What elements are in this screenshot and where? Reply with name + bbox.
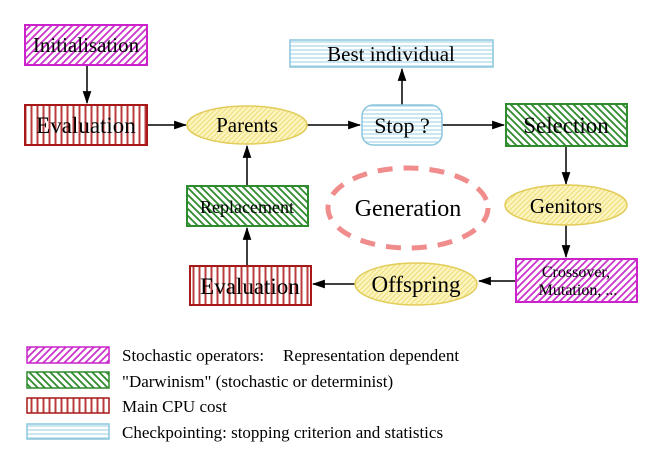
best-individual-label: Best individual — [327, 42, 455, 66]
legend-label-stochastic: Stochastic operators: — [122, 346, 264, 365]
legend-swatch-stochastic — [26, 346, 110, 364]
genitors-label: Genitors — [530, 194, 602, 218]
selection-label: Selection — [523, 113, 609, 138]
legend-label-darwinism: "Darwinism" (stochastic or determinist) — [122, 372, 393, 391]
evaluation-bottom-box — [189, 265, 312, 306]
legend-swatch-darwinism — [26, 371, 110, 389]
legend-label-representation: Representation dependent — [283, 346, 459, 365]
genitors-ellipse — [504, 184, 628, 226]
selection-box — [505, 103, 628, 147]
legend-swatch-checkpointing — [26, 423, 110, 440]
legend: Stochastic operators: Representation dep… — [26, 346, 459, 442]
replacement-label: Replacement — [200, 197, 294, 217]
evaluation-top-box — [24, 104, 148, 146]
stop-box — [361, 104, 443, 146]
generation-ellipse — [325, 165, 491, 251]
offspring-ellipse — [354, 262, 478, 306]
initialisation-label: Initialisation — [33, 33, 140, 57]
crossover-label-line1: Crossover, — [542, 264, 610, 281]
arrows-group — [82, 65, 571, 289]
best-individual-box — [289, 39, 494, 68]
parents-label: Parents — [216, 113, 278, 137]
replacement-box — [186, 185, 309, 227]
generation-label: Generation — [355, 196, 462, 222]
legend-label-cpu: Main CPU cost — [122, 397, 227, 416]
legend-swatch-cpu — [26, 397, 110, 414]
legend-label-checkpointing: Checkpointing: stopping criterion and st… — [122, 423, 443, 442]
stop-label: Stop ? — [374, 113, 430, 138]
offspring-label: Offspring — [371, 272, 461, 297]
crossover-mutation-box — [515, 258, 638, 303]
evaluation-top-label: Evaluation — [36, 113, 136, 138]
evaluation-bottom-label: Evaluation — [200, 274, 300, 299]
initialisation-box — [24, 24, 148, 66]
crossover-label-line2: Mutation, ... — [539, 282, 618, 299]
parents-ellipse — [186, 105, 308, 145]
